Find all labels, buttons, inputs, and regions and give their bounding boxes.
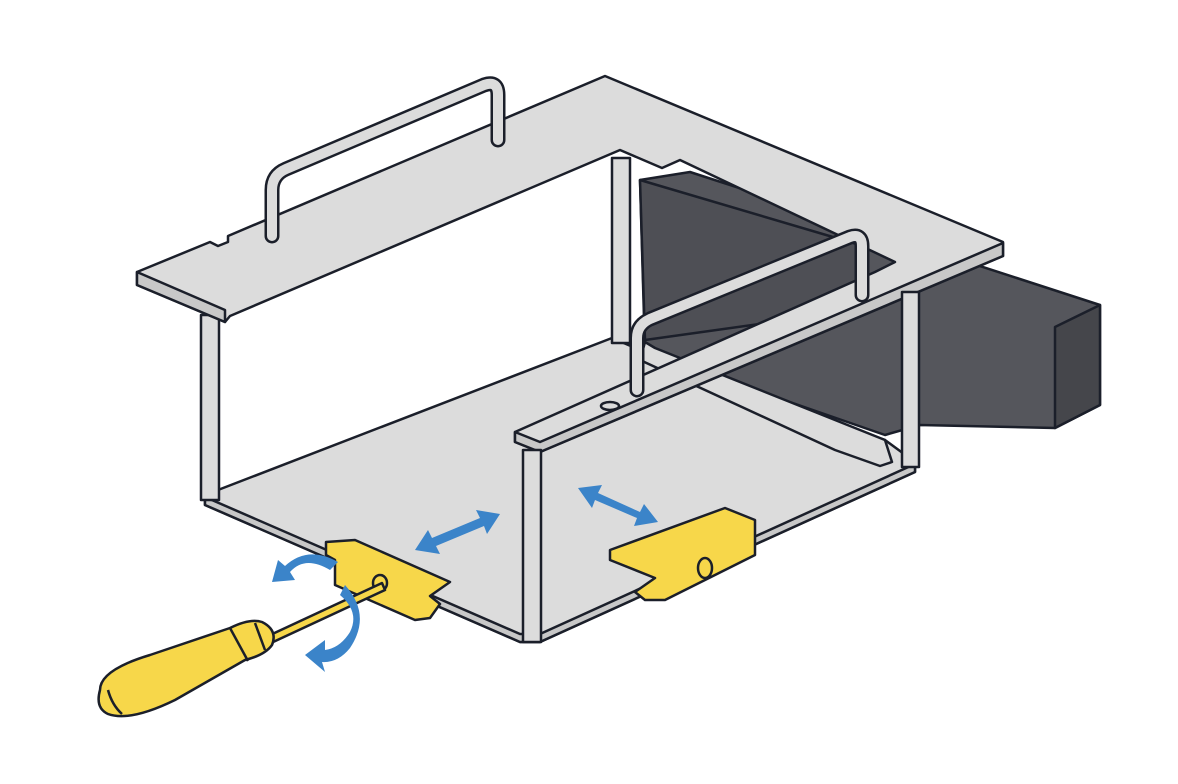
double-arrow-right-icon <box>578 485 658 526</box>
strip-notch <box>599 400 621 412</box>
rotate-arrow-icon <box>305 585 360 672</box>
front-handle <box>632 231 867 395</box>
rear-post <box>610 156 632 345</box>
left-post <box>199 313 221 502</box>
right-clamp-hole <box>696 556 714 580</box>
left-clamp <box>324 538 452 622</box>
top-plate-edge <box>135 270 227 324</box>
rear-handle <box>267 78 503 241</box>
front-strip-edge <box>513 241 1005 454</box>
front-post <box>521 448 543 644</box>
device-block-front <box>1053 303 1102 430</box>
screwdriver-icon <box>97 581 387 718</box>
rotate-arrow-top-icon <box>272 554 338 582</box>
right-post <box>900 290 921 469</box>
double-arrow-left-icon <box>415 510 500 554</box>
right-clamp <box>608 506 757 602</box>
